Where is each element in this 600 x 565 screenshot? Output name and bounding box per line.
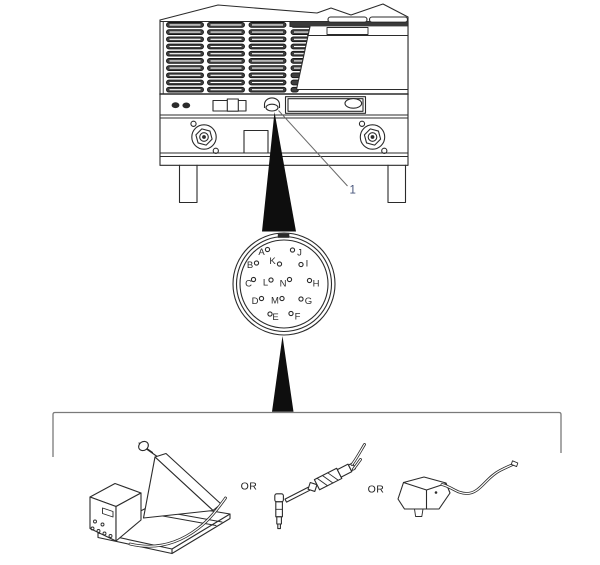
hand-control-body[interactable] — [397, 476, 451, 510]
pin-label-L: L — [263, 278, 268, 289]
callout-1: 1 — [278, 110, 356, 197]
pin-label-G: G — [305, 296, 312, 307]
power-source-front-view — [159, 3, 409, 204]
callout-number: 1 — [350, 185, 356, 197]
pin-D — [258, 295, 265, 302]
cable-tip — [510, 460, 519, 468]
recessed-slot-inner — [287, 98, 364, 112]
weld-output-terminal-left[interactable] — [190, 120, 219, 154]
pin-C — [250, 276, 257, 283]
pin-label-H: H — [313, 279, 320, 290]
zoom-pointer-lower — [272, 336, 294, 412]
torch-control — [274, 443, 366, 530]
torch-neck — [284, 486, 311, 503]
torch-lower — [276, 516, 282, 525]
pin-label-A: A — [258, 247, 265, 258]
pin-label-F: F — [295, 312, 301, 323]
connector-ring-outer — [232, 232, 336, 336]
pedal-arm-front[interactable] — [142, 456, 214, 519]
callout-leader-line — [278, 110, 348, 187]
pin-K — [276, 261, 283, 267]
receptacle-body — [265, 103, 279, 112]
louver-grid — [166, 22, 320, 93]
pin-A — [264, 246, 271, 253]
or-label-1: OR — [241, 481, 258, 493]
pin-F — [288, 310, 294, 317]
pin-H — [306, 277, 313, 284]
torch-cable-1-core — [351, 443, 366, 466]
pin-label-B: B — [247, 260, 253, 271]
keyway-notch — [277, 233, 290, 238]
rocker-switch-paddle[interactable] — [226, 98, 239, 112]
slot-oval-button[interactable] — [344, 98, 363, 109]
pedal-cable-core — [129, 497, 227, 547]
pin-label-E: E — [272, 312, 278, 323]
pin-N — [286, 276, 293, 283]
square-opening — [243, 129, 269, 154]
hand-control-cable-core — [441, 463, 515, 495]
louver-tab-left — [327, 16, 368, 23]
grouping-bracket — [52, 411, 562, 457]
weld-output-terminal-right[interactable] — [358, 120, 388, 154]
zoom-pointer-upper — [262, 112, 296, 232]
pin-label-J: J — [297, 248, 302, 259]
access-cover — [289, 16, 409, 91]
pedal-box-side — [115, 492, 142, 542]
pedal-handle-cap — [138, 440, 149, 452]
pin-J — [289, 247, 296, 253]
pin-G — [298, 296, 304, 302]
pin-B — [253, 260, 260, 266]
pin-E — [267, 311, 273, 317]
or-label-2: OR — [368, 484, 385, 496]
terminal-center — [370, 135, 375, 139]
pin-L — [268, 277, 274, 283]
leg-left — [178, 164, 198, 204]
cover-face — [289, 20, 409, 91]
hand-control — [397, 460, 519, 517]
louver-tab-right — [368, 16, 409, 23]
terminal-center — [202, 135, 206, 139]
hand-control-dot — [434, 491, 438, 494]
screw-icon — [190, 120, 197, 127]
pin-I — [298, 261, 304, 268]
indicator-light-icon — [171, 102, 180, 109]
indicator-light-icon — [182, 102, 191, 109]
pin-M — [279, 295, 285, 302]
pin-label-K: K — [269, 256, 276, 267]
torch-cable-2-core — [352, 458, 362, 470]
cover-label-plate — [326, 27, 369, 35]
hand-control-clip — [414, 508, 424, 517]
foot-control — [89, 440, 231, 555]
pin-label-M: M — [271, 296, 279, 307]
remote-receptacle[interactable] — [263, 97, 281, 112]
pin-label-N: N — [280, 279, 287, 290]
pedal-box-label — [102, 507, 114, 518]
control-panel — [159, 93, 409, 119]
screw-icon — [358, 120, 366, 127]
pin-label-C: C — [245, 279, 252, 290]
torn-top-edge — [159, 3, 409, 21]
cover-hinge-bar — [290, 21, 408, 27]
torch-body — [284, 462, 356, 503]
pin-label-I: I — [306, 259, 309, 270]
leg-right — [387, 164, 407, 204]
torch-tip — [277, 523, 281, 530]
pedal-box-connectors — [90, 519, 113, 538]
housing-hatch — [316, 472, 339, 487]
output-terminal-row — [159, 120, 409, 166]
connector-ring-inner — [239, 239, 329, 329]
pin-label-D: D — [252, 296, 259, 307]
torch-cap — [274, 493, 284, 503]
